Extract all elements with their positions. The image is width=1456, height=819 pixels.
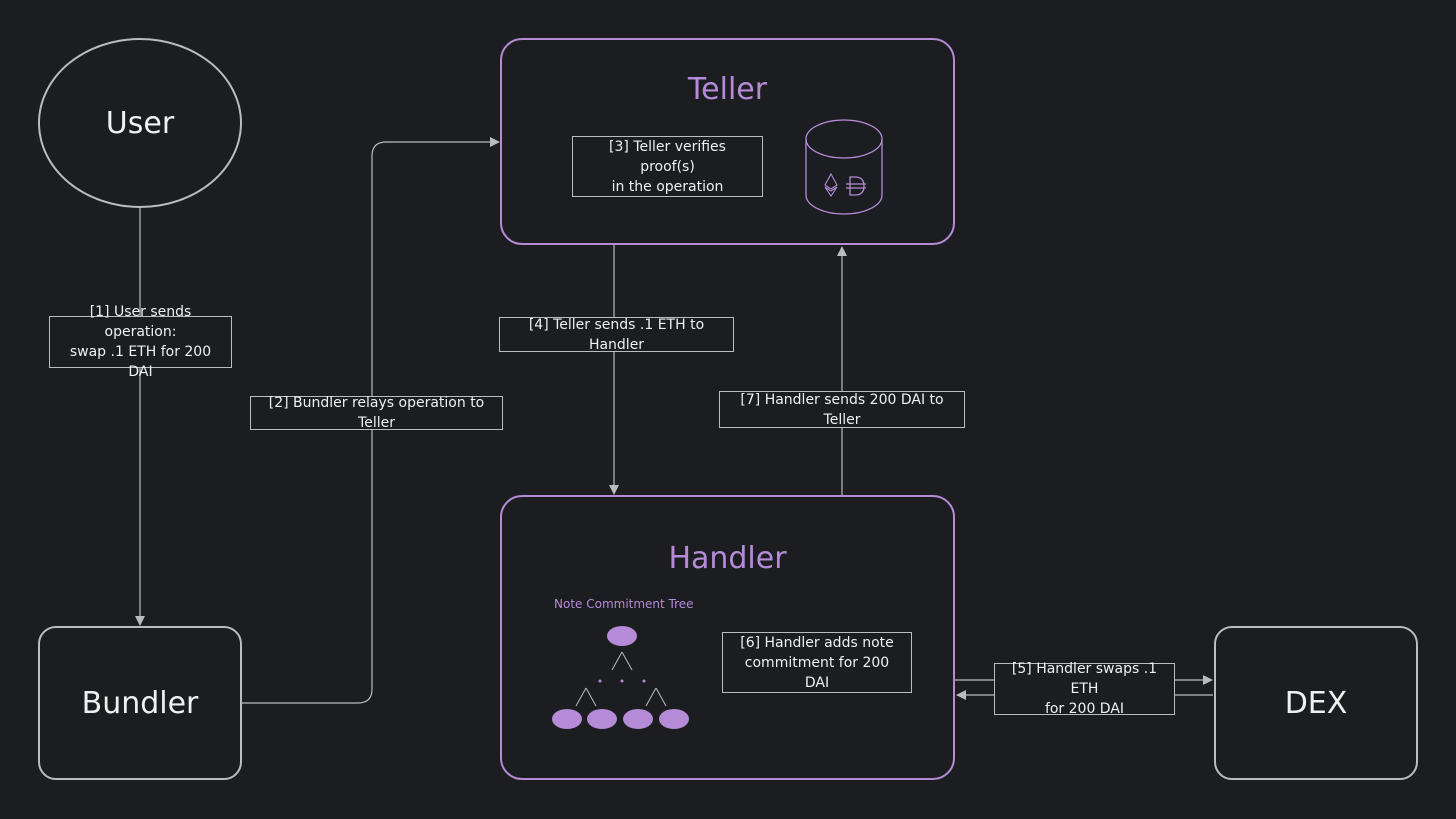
teller-title: Teller bbox=[687, 72, 768, 107]
step3-label: [3] Teller verifies proof(s) in the oper… bbox=[572, 136, 763, 197]
note-commitment-tree bbox=[552, 626, 689, 729]
ethereum-icon bbox=[824, 172, 838, 197]
step6-label: [6] Handler adds note commitment for 200… bbox=[722, 632, 912, 693]
user-node-label: User bbox=[105, 105, 175, 141]
tree-leaf-node bbox=[623, 709, 653, 729]
dex-node-label: DEX bbox=[1284, 685, 1348, 721]
step4-label: [4] Teller sends .1 ETH to Handler bbox=[499, 317, 734, 353]
dai-icon bbox=[846, 176, 866, 196]
tree-leaf-node bbox=[552, 709, 582, 729]
step2-label: [2] Bundler relays operation to Teller bbox=[250, 395, 503, 431]
tree-caption: Note Commitment Tree bbox=[554, 597, 694, 611]
tree-leaf-node bbox=[659, 709, 689, 729]
step1-label: [1] User sends operation: swap .1 ETH fo… bbox=[49, 304, 232, 380]
handler-title: Handler bbox=[668, 541, 787, 576]
bundler-node: Bundler bbox=[38, 626, 242, 780]
database-icon bbox=[805, 119, 883, 215]
bundler-node-label: Bundler bbox=[81, 685, 199, 721]
tree-root-node bbox=[607, 626, 637, 646]
step7-label: [7] Handler sends 200 DAI to Teller bbox=[719, 391, 965, 428]
dex-node: DEX bbox=[1214, 626, 1418, 780]
teller-node: Teller bbox=[500, 38, 955, 245]
user-node: User bbox=[38, 38, 242, 208]
handler-node: Handler bbox=[500, 495, 955, 780]
tree-leaf-node bbox=[587, 709, 617, 729]
step5-label: [5] Handler swaps .1 ETH for 200 DAI bbox=[994, 661, 1175, 717]
